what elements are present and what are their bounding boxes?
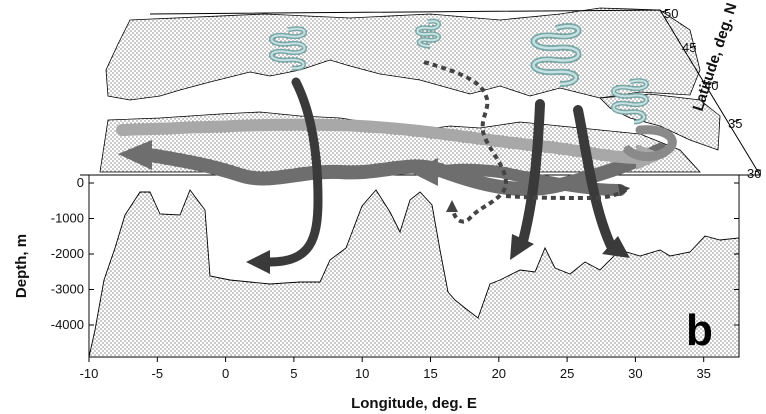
depth-section xyxy=(88,174,740,358)
lat-axis-label: Latitude, deg. N xyxy=(690,1,741,113)
arrow-icon xyxy=(602,236,630,258)
y-tick-label: -4000 xyxy=(51,317,84,332)
y-axis: 0 -1000 -2000 -3000 -4000 Depth, m xyxy=(13,175,739,332)
x-tick-label: 15 xyxy=(423,366,437,381)
arrow-icon xyxy=(618,184,630,196)
x-tick-label: 0 xyxy=(222,366,229,381)
y-tick-label: -2000 xyxy=(51,246,84,261)
x-tick-label: 10 xyxy=(355,366,369,381)
arrow-icon xyxy=(510,234,534,260)
x-axis: -10 -5 0 5 10 15 20 25 30 35 Longitude, deg. E xyxy=(80,356,739,412)
deep-flow-arrow xyxy=(265,77,323,267)
lat-tick-label: 50 xyxy=(664,6,678,21)
x-tick-label: 5 xyxy=(290,366,297,381)
dashed-flow-path xyxy=(423,60,509,224)
arrow-icon xyxy=(410,158,438,186)
convection-spirals xyxy=(269,18,649,125)
water-column xyxy=(88,174,740,358)
arrow-icon xyxy=(446,200,458,212)
spiral-icon xyxy=(269,26,307,71)
spiral-icon xyxy=(611,78,649,125)
lat-tick-label: 30 xyxy=(747,166,761,181)
surface-flow-loop xyxy=(623,125,677,161)
flow-arrows xyxy=(116,60,677,274)
arrow-icon xyxy=(118,140,152,170)
x-tick-label: 30 xyxy=(628,366,642,381)
y-tick-label: -3000 xyxy=(51,282,84,297)
land-europe xyxy=(105,7,701,101)
x-tick-label: 35 xyxy=(696,366,710,381)
map-plane xyxy=(80,7,761,176)
deep-flow-arrow xyxy=(517,99,545,250)
dashed-flow-path xyxy=(505,188,627,201)
x-axis-label: Longitude, deg. E xyxy=(351,395,477,412)
arrow-icon xyxy=(246,250,270,274)
panel-label: b xyxy=(686,306,713,355)
spiral-icon xyxy=(415,18,441,49)
map-frame-top xyxy=(149,9,761,176)
lat-tick-label: 35 xyxy=(728,116,742,131)
x-tick-label: -10 xyxy=(80,366,99,381)
deep-flow-arrow xyxy=(573,105,617,253)
x-tick-label: -5 xyxy=(152,366,164,381)
x-tick-label: 20 xyxy=(492,366,506,381)
y-tick-label: 0 xyxy=(77,175,84,190)
x-tick-label: 25 xyxy=(560,366,574,381)
y-tick-label: -1000 xyxy=(51,211,84,226)
lat-tick-label: 40 xyxy=(704,78,718,93)
y-axis-label: Depth, m xyxy=(13,234,30,298)
spiral-icon xyxy=(530,23,582,87)
lat-tick-label: 45 xyxy=(682,40,696,55)
